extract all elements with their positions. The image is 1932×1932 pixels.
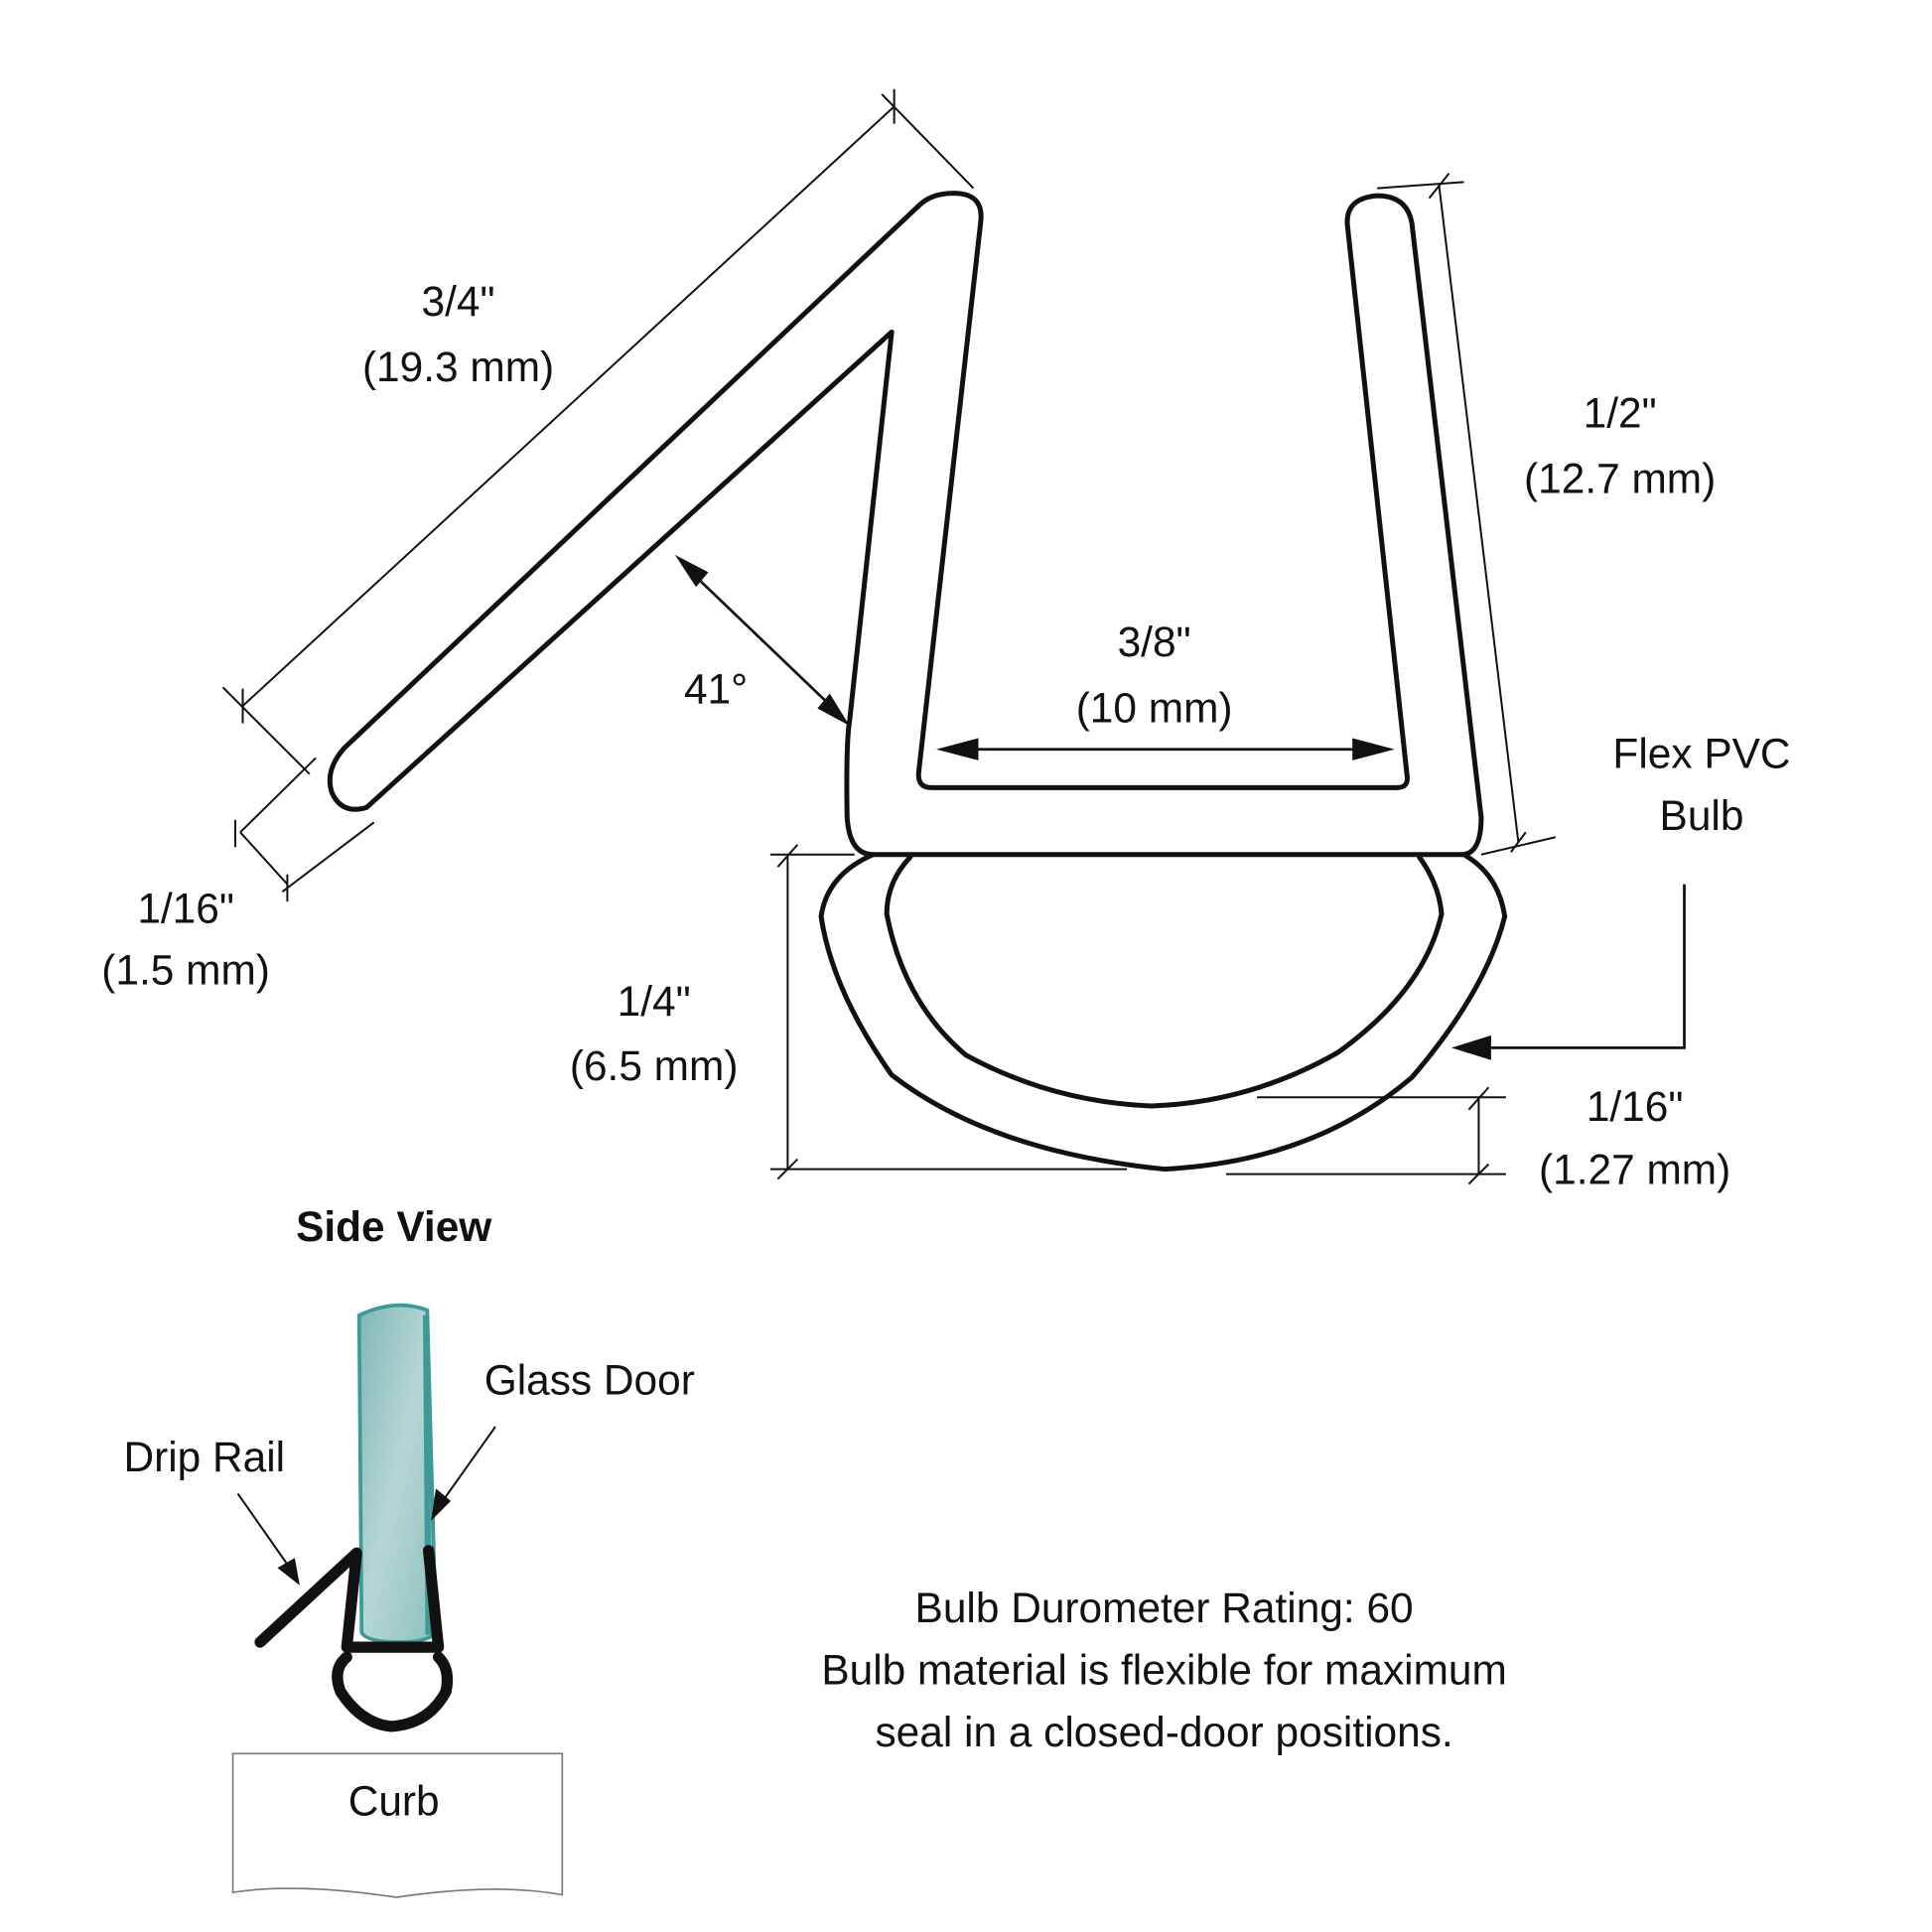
callout-label: Bulb [1660, 792, 1744, 839]
dim-label-metric: (1.5 mm) [101, 947, 270, 994]
durometer-note: Bulb Durometer Rating: 60 [915, 1585, 1414, 1631]
callout-label: Flex PVC [1612, 730, 1790, 776]
material-note: Bulb material is flexible for maximum [821, 1647, 1507, 1694]
side-seal [254, 1545, 454, 1732]
dim-label-imperial: 1/4" [618, 978, 691, 1025]
drip-rail-label: Drip Rail [124, 1434, 286, 1480]
dim-channel-width: 3/8" (10 mm) [936, 619, 1395, 760]
dim-label-metric: (12.7 mm) [1524, 455, 1716, 501]
notes: Bulb Durometer Rating: 60 Bulb material … [821, 1585, 1507, 1755]
material-note: seal in a closed-door positions. [875, 1709, 1452, 1755]
side-view: Side View Glass Door Drip Rail Curb [124, 1203, 695, 1898]
dim-label-imperial: 3/4" [422, 278, 495, 325]
bulb-outer [818, 852, 1508, 1173]
bulb-inner [884, 854, 1445, 1109]
dim-bulb-wall: 1/16" (1.27 mm) [1225, 1083, 1730, 1193]
seal-profile [327, 191, 1508, 1173]
dim-label-metric: (10 mm) [1076, 684, 1233, 731]
curb-label: Curb [348, 1778, 440, 1825]
dim-label-imperial: 1/16" [1587, 1083, 1684, 1130]
dim-label-imperial: 1/16" [137, 885, 234, 931]
glass-door [356, 1303, 438, 1644]
bulb-callout: Flex PVC Bulb [1450, 730, 1791, 1060]
dim-label-metric: (1.27 mm) [1539, 1147, 1730, 1193]
glass-door-label: Glass Door [484, 1357, 695, 1404]
dim-leg-height: 1/2" (12.7 mm) [1377, 173, 1716, 856]
dim-drip-rail-thickness: 1/16" (1.5 mm) [101, 757, 375, 994]
dim-label-imperial: 1/2" [1584, 389, 1657, 436]
dim-label-metric: (19.3 mm) [362, 344, 554, 390]
profile-outline [327, 191, 1484, 858]
side-view-title: Side View [296, 1203, 492, 1250]
dim-label-imperial: 3/8" [1118, 619, 1191, 665]
dim-angle: 41° [674, 554, 850, 726]
dim-drip-rail-length: 3/4" (19.3 mm) [221, 88, 975, 775]
angle-label: 41° [684, 666, 748, 713]
dim-bulb-height: 1/4" (6.5 mm) [570, 844, 1128, 1180]
curb [231, 1752, 564, 1898]
dim-label-metric: (6.5 mm) [570, 1042, 739, 1089]
